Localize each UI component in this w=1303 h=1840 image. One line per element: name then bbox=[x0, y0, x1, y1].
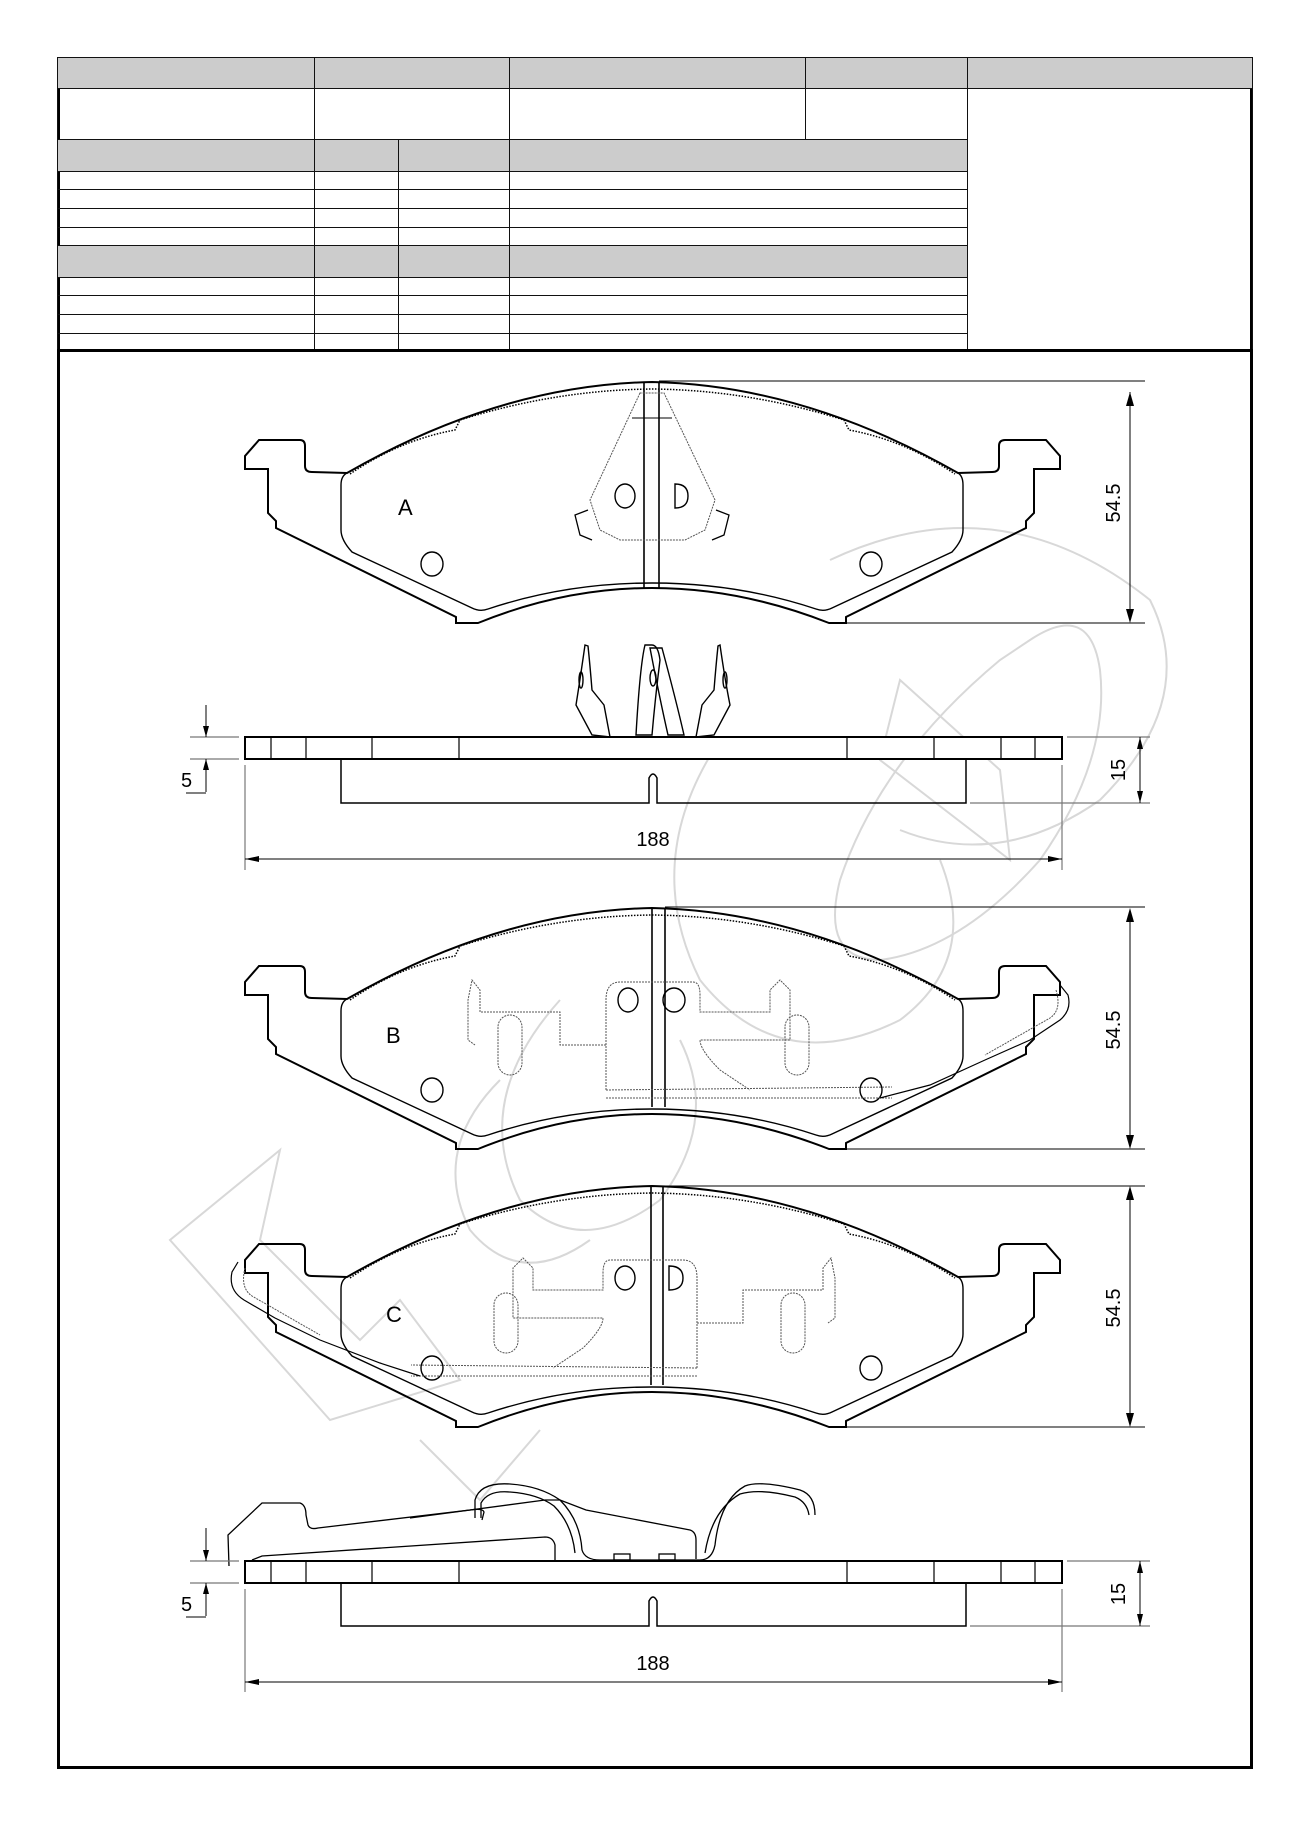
view-c-label: C bbox=[386, 1302, 402, 1327]
table-header-cell bbox=[314, 57, 510, 89]
side-a-width-dimension: 188 bbox=[636, 829, 669, 851]
spec-table bbox=[57, 57, 1253, 351]
table-header-cell bbox=[967, 57, 1253, 89]
watermark-logo bbox=[168, 527, 1168, 1502]
view-a-front: A 54.5 bbox=[244, 380, 1145, 624]
view-b-front: B 54.5 bbox=[244, 906, 1145, 1150]
side-c-width-dimension: 188 bbox=[636, 1653, 669, 1675]
side-c-plate-dimension: 5 bbox=[181, 1594, 192, 1616]
section-2-header-cell bbox=[314, 245, 399, 278]
view-c-front: C 54.5 bbox=[230, 1185, 1145, 1428]
side-a-thickness-dimension: 15 bbox=[1108, 759, 1130, 781]
view-a-height-dimension: 54.5 bbox=[1103, 484, 1125, 523]
view-b-label: B bbox=[386, 1023, 401, 1048]
section-2-header-cell bbox=[509, 245, 968, 278]
section-1-header-cell bbox=[509, 139, 968, 172]
side-a-plate-dimension: 5 bbox=[181, 770, 192, 792]
side-c-thickness-dimension: 15 bbox=[1108, 1583, 1130, 1605]
view-b-height-dimension: 54.5 bbox=[1103, 1011, 1125, 1050]
side-view-c: 5 15 188 bbox=[181, 1483, 1150, 1692]
table-bottom-divider bbox=[57, 349, 1253, 352]
view-c-height-dimension: 54.5 bbox=[1103, 1289, 1125, 1328]
side-view-a: 5 15 188 bbox=[181, 643, 1150, 870]
view-a-label: A bbox=[398, 495, 413, 520]
section-2-header-cell bbox=[398, 245, 510, 278]
